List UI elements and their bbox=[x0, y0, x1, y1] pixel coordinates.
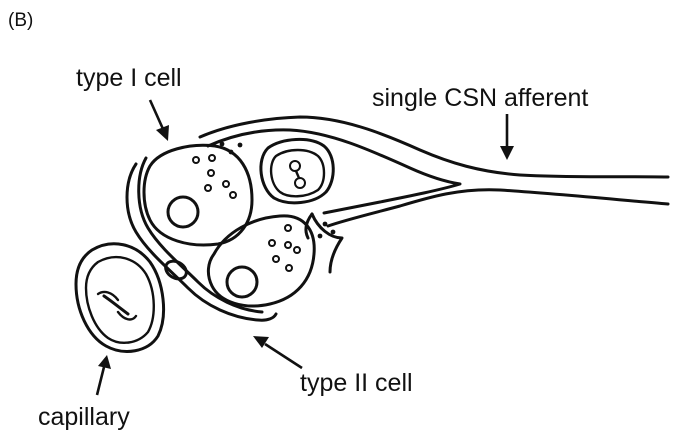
label-capillary: capillary bbox=[38, 403, 130, 431]
arrow-single-csn-afferent bbox=[500, 114, 514, 160]
type-ii-cell bbox=[127, 158, 276, 320]
panel-label: (B) bbox=[8, 10, 33, 31]
type-i-cell-lower bbox=[208, 216, 314, 306]
label-type-i-cell: type I cell bbox=[76, 64, 182, 92]
arrow-capillary bbox=[97, 355, 111, 395]
label-type-ii-cell: type II cell bbox=[300, 369, 413, 397]
label-single-csn-afferent: single CSN afferent bbox=[372, 84, 588, 112]
small-upper-cell bbox=[261, 139, 333, 202]
capillary bbox=[76, 244, 164, 352]
arrow-type-ii-cell bbox=[253, 336, 302, 368]
arrow-type-i-cell bbox=[150, 100, 169, 141]
